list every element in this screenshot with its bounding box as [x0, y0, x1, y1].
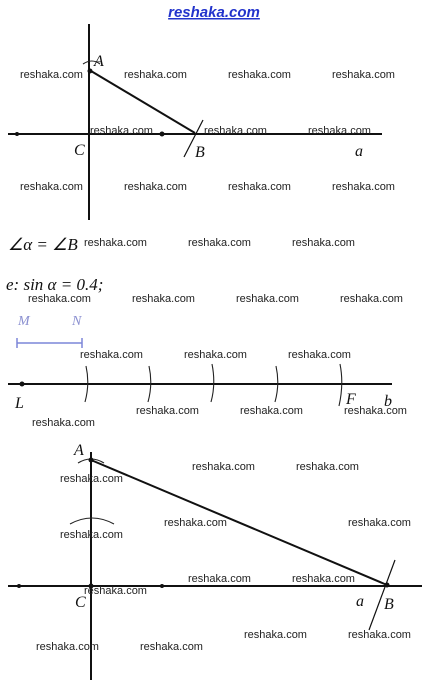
label-a-2: a [356, 593, 364, 610]
point-left-2 [17, 584, 21, 588]
watermark: reshaka.com [60, 473, 123, 485]
watermark: reshaka.com [228, 181, 291, 193]
point-A-2 [88, 457, 94, 463]
figure-1: A C B a [8, 24, 382, 220]
label-B-2: B [384, 596, 394, 613]
point-C-2 [88, 583, 94, 589]
point-mid-2 [160, 584, 164, 588]
watermark: reshaka.com [332, 69, 395, 81]
watermark: reshaka.com [84, 585, 147, 597]
label-b: b [384, 393, 392, 410]
watermark: reshaka.com [84, 237, 147, 249]
watermarks: reshaka.com reshaka.com reshaka.com resh… [20, 69, 411, 653]
segment-AB [90, 70, 196, 134]
watermark: reshaka.com [90, 125, 153, 137]
label-M: M [17, 314, 31, 329]
point-L [19, 381, 25, 387]
watermark: reshaka.com [60, 529, 123, 541]
label-B: B [195, 144, 205, 161]
watermark: reshaka.com [80, 349, 143, 361]
arc-3 [210, 363, 215, 403]
watermark: reshaka.com [244, 629, 307, 641]
figure-2: L F b [8, 363, 392, 412]
label-a: a [355, 143, 363, 160]
watermark: reshaka.com [296, 461, 359, 473]
watermark: reshaka.com [292, 237, 355, 249]
watermark: reshaka.com [188, 573, 251, 585]
label-F: F [345, 391, 356, 408]
watermark: reshaka.com [192, 461, 255, 473]
watermark: reshaka.com [188, 237, 251, 249]
segment-MN: M N [16, 314, 83, 348]
point-left [15, 132, 19, 136]
watermark: reshaka.com [228, 69, 291, 81]
watermark: reshaka.com [204, 125, 267, 137]
watermark: reshaka.com [132, 293, 195, 305]
watermark: reshaka.com [240, 405, 303, 417]
watermark: reshaka.com [36, 641, 99, 653]
arc-2 [147, 365, 152, 403]
watermark: reshaka.com [308, 125, 371, 137]
watermark: reshaka.com [140, 641, 203, 653]
arc-4 [274, 365, 279, 403]
watermark: reshaka.com [20, 181, 83, 193]
label-L: L [14, 395, 24, 412]
watermark: reshaka.com [344, 405, 407, 417]
watermark: reshaka.com [340, 293, 403, 305]
arc-5 [338, 363, 343, 407]
label-N: N [71, 314, 82, 329]
label-C: C [74, 142, 85, 159]
arc-mark-A [82, 60, 101, 65]
equation-sine: e: sin α = 0.4; [6, 275, 103, 294]
arc-1 [84, 365, 89, 403]
equation-angle: ∠α = ∠B [8, 235, 78, 254]
label-A-2: A [73, 442, 84, 459]
arc-mid-2 [69, 517, 115, 525]
arc-mark-B-2 [368, 559, 396, 631]
watermark: reshaka.com [28, 293, 91, 305]
watermark: reshaka.com [124, 181, 187, 193]
arc-mark-B [183, 119, 204, 158]
watermark: reshaka.com [20, 69, 83, 81]
watermark: reshaka.com [236, 293, 299, 305]
site-title: reshaka.com [168, 4, 260, 21]
watermark: reshaka.com [332, 181, 395, 193]
point-mid [159, 131, 165, 137]
watermark: reshaka.com [348, 517, 411, 529]
point-B-2 [384, 582, 390, 588]
label-A: A [93, 53, 104, 70]
watermark: reshaka.com [348, 629, 411, 641]
label-C-2: C [75, 594, 86, 611]
watermark: reshaka.com [292, 573, 355, 585]
watermark: reshaka.com [184, 349, 247, 361]
watermark: reshaka.com [164, 517, 227, 529]
watermark: reshaka.com [288, 349, 351, 361]
figure-3: A C B a [8, 442, 422, 680]
segment-AB-2 [90, 459, 388, 586]
point-A [87, 68, 93, 74]
watermark: reshaka.com [32, 417, 95, 429]
watermark: reshaka.com [124, 69, 187, 81]
watermark: reshaka.com [136, 405, 199, 417]
